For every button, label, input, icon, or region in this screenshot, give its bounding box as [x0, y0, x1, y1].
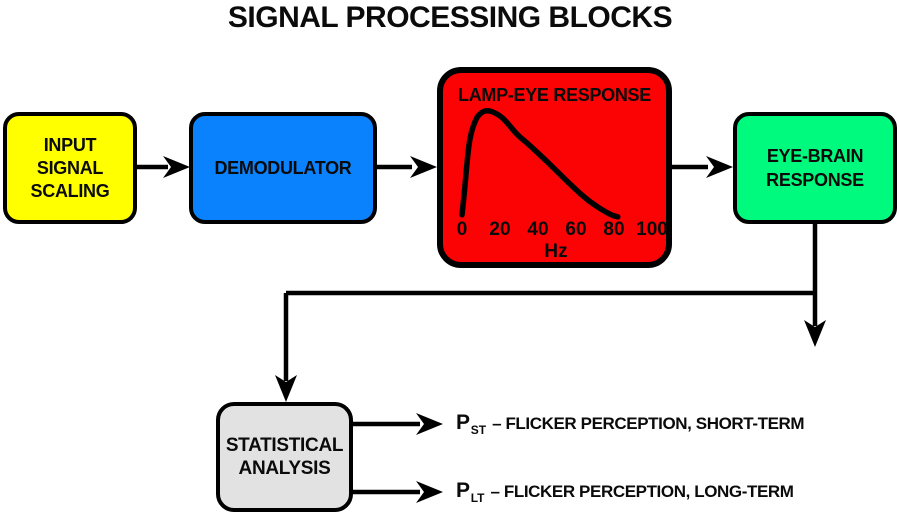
output-plt: P LT – FLICKER PERCEPTION, LONG-TERM — [456, 479, 794, 505]
arrowhead-statistical-to-pst — [416, 413, 443, 435]
x-axis-label: Hz — [544, 241, 568, 262]
output-plt-text: – FLICKER PERCEPTION, LONG-TERM — [490, 482, 794, 501]
lamp-eye-response-curve — [459, 108, 621, 220]
output-pst-text: – FLICKER PERCEPTION, SHORT-TERM — [492, 414, 805, 433]
block-input-label-line3: SCALING — [30, 180, 110, 201]
block-eyebrain-label-line2: RESPONSE — [766, 170, 864, 190]
output-plt-symbol: P — [456, 479, 470, 502]
block-statistical-label-line1: STATISTICAL — [225, 435, 344, 456]
x-tick-0: 0 — [456, 219, 468, 240]
arrowhead-demodulator-to-lampeye — [410, 156, 437, 178]
block-statistical-label: STATISTICAL ANALYSIS — [225, 434, 344, 480]
output-pst-subscript: ST — [470, 423, 487, 437]
x-tick-60: 60 — [565, 219, 587, 240]
block-eyebrain-label: EYE-BRAIN RESPONSE — [766, 144, 864, 192]
block-statistical-analysis: STATISTICAL ANALYSIS — [216, 402, 353, 512]
x-tick-80: 80 — [603, 219, 625, 240]
arrowhead-eyebrain-down — [804, 320, 826, 347]
x-tick-100: 100 — [636, 219, 668, 240]
block-demodulator: DEMODULATOR — [189, 112, 377, 224]
page-title: SIGNAL PROCESSING BLOCKS — [227, 1, 673, 34]
block-eye-brain-response: EYE-BRAIN RESPONSE — [733, 112, 897, 224]
arrowhead-into-statistical — [275, 375, 297, 402]
lamp-eye-chart-title: LAMP-EYE RESPONSE — [458, 85, 651, 105]
block-lamp-eye-response: LAMP-EYE RESPONSE 0 20 40 60 80 100 Hz — [437, 67, 672, 268]
arrowhead-input-to-demodulator — [163, 156, 190, 178]
block-input-label-line2: SIGNAL — [36, 157, 104, 178]
arrowhead-statistical-to-plt — [416, 481, 443, 503]
x-tick-20: 20 — [489, 219, 511, 240]
output-pst: P ST – FLICKER PERCEPTION, SHORT-TERM — [456, 411, 805, 437]
block-input-signal-scaling: INPUT SIGNAL SCALING — [3, 112, 137, 224]
output-plt-subscript: LT — [470, 491, 485, 505]
block-input-label-line1: INPUT — [43, 134, 97, 155]
output-pst-symbol: P — [456, 411, 470, 434]
response-curve-path — [459, 108, 621, 220]
arrowhead-lampeye-to-eyebrain — [706, 156, 733, 178]
x-tick-40: 40 — [527, 219, 549, 240]
block-statistical-label-line2: ANALYSIS — [238, 458, 331, 479]
block-demodulator-label: DEMODULATOR — [214, 157, 352, 178]
block-eyebrain-label-line1: EYE-BRAIN — [766, 146, 864, 166]
block-input-label: INPUT SIGNAL SCALING — [31, 134, 110, 203]
